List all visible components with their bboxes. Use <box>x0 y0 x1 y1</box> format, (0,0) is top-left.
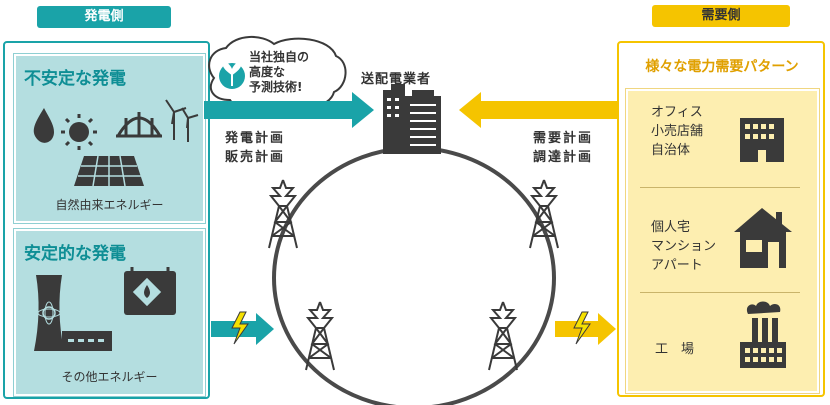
power-supply-arrow <box>211 311 274 345</box>
generation-plan-label: 発電計画 <box>225 131 286 146</box>
demand-side-tag: 需要側 <box>652 5 790 27</box>
demand-category-factory: 工 場 <box>655 340 694 359</box>
stable-icons <box>34 267 176 351</box>
water-drop-icon <box>33 108 54 143</box>
supply-side-frame <box>3 41 210 399</box>
stable-generation-subtitle: その他エネルギー <box>61 370 158 384</box>
solar-panel-icon <box>74 155 144 187</box>
sun-icon <box>61 114 97 150</box>
geothermal-icon <box>116 112 162 138</box>
residential-line-1: 個人宅 <box>651 220 691 235</box>
unstable-generation-panel: 不安定な発電 <box>14 54 205 223</box>
tower-icon-4 <box>488 301 518 371</box>
factory-icon <box>740 301 786 368</box>
demand-category-office: オフィス 小売店舗 自治体 <box>651 103 703 160</box>
bubble-line-1: 当社独自の <box>249 50 310 64</box>
demand-category-residential: 個人宅 マンション アパート <box>651 218 716 275</box>
office-line-1: オフィス <box>651 105 703 120</box>
power-delivery-arrow <box>555 311 616 345</box>
unstable-generation-title: 不安定な発電 <box>24 69 126 89</box>
demand-plan-label: 需要計画 <box>533 131 594 146</box>
sales-plan-label: 販売計画 <box>225 150 286 165</box>
plan-submit-arrow-yellow <box>459 92 618 128</box>
procurement-plan-label: 調達計画 <box>533 150 594 165</box>
unstable-generation-subtitle: 自然由来エネルギー <box>55 198 164 212</box>
office-line-3: 自治体 <box>651 143 691 158</box>
demand-patterns-title: 様々な電力需要パターン <box>645 59 799 75</box>
stable-generation-panel: 安定的な発電 その他エネルギー <box>14 229 205 396</box>
stable-generation-title: 安定的な発電 <box>24 244 126 264</box>
nuclear-plant-icon <box>34 275 112 351</box>
demand-separator-2 <box>640 292 800 293</box>
office-line-2: 小売店舗 <box>651 124 704 139</box>
supply-side-tag: 発電側 <box>37 6 171 28</box>
house-icon <box>734 208 792 268</box>
lightning-icon-left <box>231 311 249 345</box>
bubble-line-2: 高度な <box>249 65 286 79</box>
residential-line-2: マンション <box>651 239 717 254</box>
company-logo-icon <box>219 60 245 89</box>
demand-separator-1 <box>640 187 800 188</box>
office-building-icon <box>740 118 784 162</box>
residential-line-3: アパート <box>651 258 703 273</box>
fuel-tank-icon <box>124 267 176 315</box>
tower-icon-3 <box>305 301 335 371</box>
grid-circle <box>272 146 556 405</box>
factory-line-1: 工 場 <box>655 342 695 357</box>
grid-operator-label: 送配電業者 <box>361 72 432 87</box>
renewable-icons <box>33 99 199 187</box>
lightning-icon-right <box>573 311 591 345</box>
supply-plans: 発電計画 販売計画 <box>225 129 285 167</box>
demand-side-frame <box>617 41 825 397</box>
bubble-line-3: 予測技術! <box>249 80 303 94</box>
prediction-bubble-text: 当社独自の 高度な 予測技術! <box>249 50 309 95</box>
grid-operator-building-icon <box>383 84 441 154</box>
plan-submit-arrow-teal <box>204 92 374 128</box>
demand-patterns-panel <box>626 89 819 393</box>
wind-turbine-icon <box>165 99 199 142</box>
demand-plans: 需要計画 調達計画 <box>533 129 593 167</box>
